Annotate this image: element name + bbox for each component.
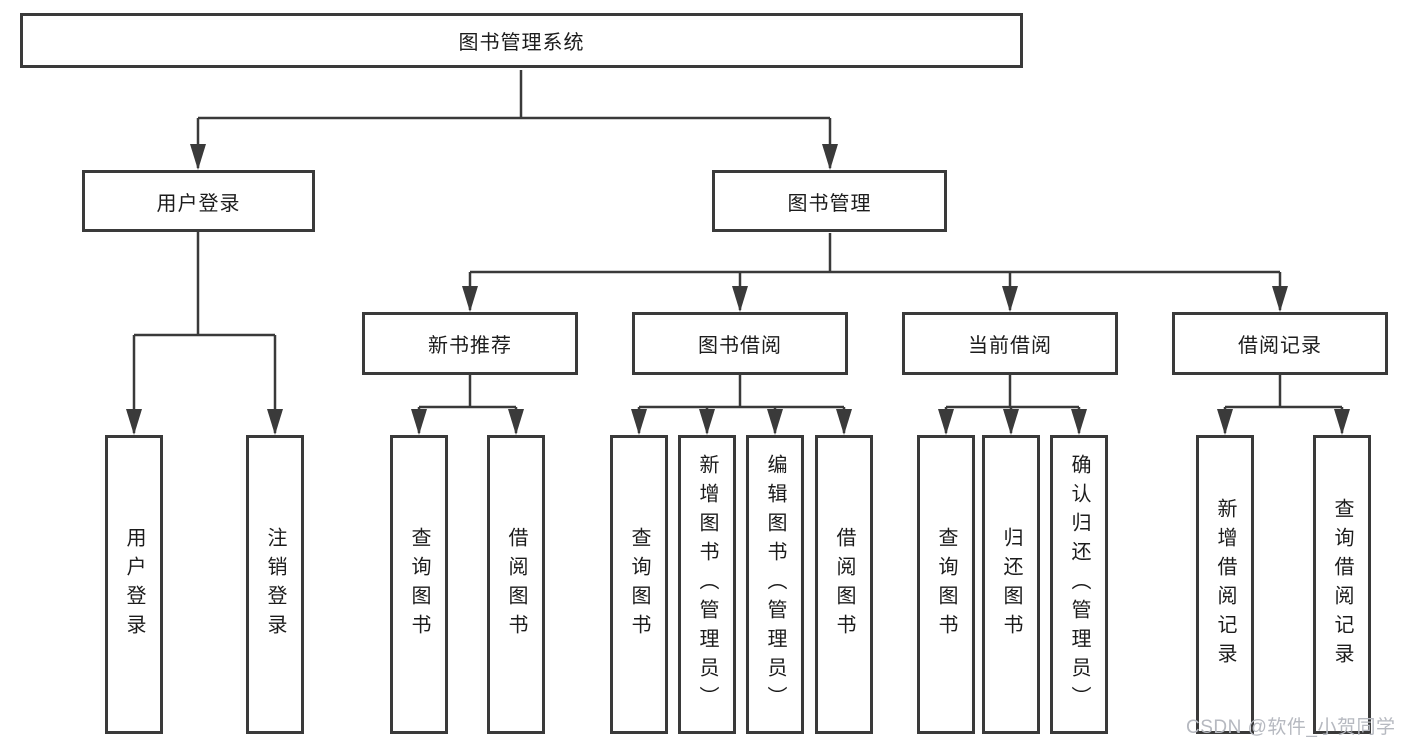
leaf-records-add-record-label: 新增借阅记录 <box>1214 497 1236 672</box>
node-book-management-label: 图书管理 <box>787 192 872 215</box>
leaf-borrow-edit-books-admin: 编辑图书（管理员） <box>746 435 804 734</box>
leaf-user-login-label: 用户登录 <box>123 526 145 643</box>
leaf-user-login: 用户登录 <box>105 435 163 734</box>
leaf-records-query-record-label: 查询借阅记录 <box>1331 497 1353 672</box>
node-book-management: 图书管理 <box>712 170 947 232</box>
leaf-current-confirm-return-admin: 确认归还（管理员） <box>1050 435 1108 734</box>
node-new-book-recommend-label: 新书推荐 <box>428 335 512 357</box>
leaf-current-confirm-return-admin-label: 确认归还（管理员） <box>1068 454 1090 715</box>
node-current-borrow: 当前借阅 <box>902 312 1118 375</box>
node-current-borrow-label: 当前借阅 <box>968 335 1052 357</box>
node-new-book-recommend: 新书推荐 <box>362 312 578 375</box>
node-root-label: 图书管理系统 <box>458 32 585 54</box>
node-borrow-records-label: 借阅记录 <box>1238 335 1322 357</box>
leaf-current-query-books-label: 查询图书 <box>935 526 957 643</box>
connector-lines <box>126 70 1350 435</box>
leaf-borrow-edit-books-admin-label: 编辑图书（管理员） <box>764 454 786 715</box>
leaf-newbooks-borrow-books: 借阅图书 <box>487 435 545 734</box>
leaf-borrow-query-books: 查询图书 <box>610 435 668 734</box>
node-user-login: 用户登录 <box>82 170 315 232</box>
leaf-current-query-books: 查询图书 <box>917 435 975 734</box>
leaf-borrow-query-books-label: 查询图书 <box>628 526 650 643</box>
node-borrow-records: 借阅记录 <box>1172 312 1388 375</box>
node-book-borrow-label: 图书借阅 <box>698 335 782 357</box>
leaf-logout-login-label: 注销登录 <box>264 526 286 643</box>
leaf-borrow-add-books-admin-label: 新增图书（管理员） <box>696 454 718 715</box>
leaf-logout-login: 注销登录 <box>246 435 304 734</box>
leaf-newbooks-query-books-label: 查询图书 <box>408 526 430 643</box>
leaf-borrow-borrow-books: 借阅图书 <box>815 435 873 734</box>
node-user-login-label: 用户登录 <box>156 192 241 215</box>
csdn-watermark: CSDN @软件_小贺同学 <box>1186 717 1396 738</box>
leaf-newbooks-borrow-books-label: 借阅图书 <box>505 526 527 643</box>
leaf-records-query-record: 查询借阅记录 <box>1313 435 1371 734</box>
node-book-borrow: 图书借阅 <box>632 312 848 375</box>
leaf-borrow-add-books-admin: 新增图书（管理员） <box>678 435 736 734</box>
leaf-current-return-books-label: 归还图书 <box>1000 526 1022 643</box>
leaf-newbooks-query-books: 查询图书 <box>390 435 448 734</box>
leaf-records-add-record: 新增借阅记录 <box>1196 435 1254 734</box>
leaf-borrow-borrow-books-label: 借阅图书 <box>833 526 855 643</box>
leaf-current-return-books: 归还图书 <box>982 435 1040 734</box>
node-root: 图书管理系统 <box>20 13 1023 68</box>
